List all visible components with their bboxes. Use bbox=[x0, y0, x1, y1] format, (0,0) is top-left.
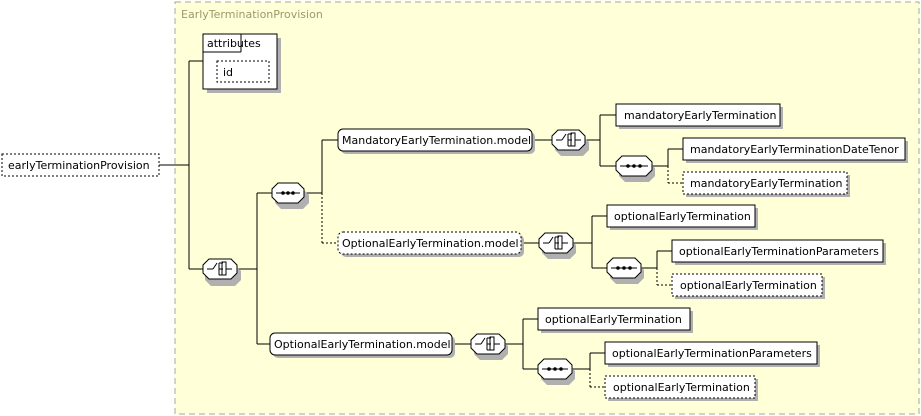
attributes-label: attributes bbox=[207, 37, 261, 50]
main-sequence-compositor[interactable] bbox=[271, 182, 309, 209]
optional-2-parameters-box[interactable]: optionalEarlyTerminationParameters bbox=[604, 341, 820, 367]
optional-1-optional-element-box[interactable]: optionalEarlyTermination bbox=[671, 273, 825, 299]
main-choice-compositor[interactable] bbox=[202, 258, 241, 286]
optional-1-choice-compositor[interactable] bbox=[538, 232, 576, 259]
mandatory-sequence-compositor[interactable] bbox=[615, 155, 655, 182]
optional-2-choice-compositor[interactable] bbox=[470, 333, 508, 360]
container-title: EarlyTerminationProvision bbox=[181, 8, 323, 21]
attributes-box[interactable]: attributes id bbox=[202, 33, 281, 93]
mandatory-date-tenor-label: mandatoryEarlyTerminationDateTenor bbox=[690, 143, 899, 156]
optional-1-sequence-compositor[interactable] bbox=[606, 257, 644, 284]
mandatory-date-tenor-box[interactable]: mandatoryEarlyTerminationDateTenor bbox=[682, 137, 908, 163]
optional-group-2-box[interactable]: OptionalEarlyTermination.model bbox=[269, 332, 455, 358]
optional-group-1-box[interactable]: OptionalEarlyTermination.model bbox=[337, 231, 524, 257]
mandatory-optional-element-label: mandatoryEarlyTermination bbox=[690, 177, 843, 190]
optional-2-parameters-label: optionalEarlyTerminationParameters bbox=[612, 347, 812, 360]
mandatory-group-box[interactable]: MandatoryEarlyTermination.model bbox=[337, 128, 535, 154]
id-attribute-label: id bbox=[223, 66, 233, 79]
optional-1-optional-element-label: optionalEarlyTermination bbox=[680, 279, 817, 292]
optional-2-element-label: optionalEarlyTermination bbox=[545, 313, 682, 326]
optional-group-2-label: OptionalEarlyTermination.model bbox=[274, 338, 451, 351]
optional-2-optional-element-label: optionalEarlyTermination bbox=[613, 381, 750, 394]
root-element-label: earlyTerminationProvision bbox=[8, 159, 150, 172]
optional-1-element-box[interactable]: optionalEarlyTermination bbox=[606, 204, 758, 230]
optional-2-optional-element-box[interactable]: optionalEarlyTermination bbox=[604, 375, 758, 401]
mandatory-optional-element-box[interactable]: mandatoryEarlyTermination bbox=[682, 171, 850, 197]
id-attribute-box[interactable] bbox=[216, 60, 270, 83]
optional-1-parameters-box[interactable]: optionalEarlyTerminationParameters bbox=[671, 239, 886, 265]
optional-1-parameters-label: optionalEarlyTerminationParameters bbox=[679, 245, 879, 258]
optional-group-1-label: OptionalEarlyTermination.model bbox=[342, 237, 519, 250]
mandatory-element-label: mandatoryEarlyTermination bbox=[624, 109, 777, 122]
optional-1-element-label: optionalEarlyTermination bbox=[614, 210, 751, 223]
mandatory-element-box[interactable]: mandatoryEarlyTermination bbox=[615, 103, 783, 129]
mandatory-group-label: MandatoryEarlyTermination.model bbox=[342, 134, 531, 147]
mandatory-choice-compositor[interactable] bbox=[551, 129, 589, 156]
optional-2-element-box[interactable]: optionalEarlyTermination bbox=[537, 307, 693, 333]
root-element-box[interactable]: earlyTerminationProvision bbox=[1, 153, 160, 177]
optional-2-sequence-compositor[interactable] bbox=[537, 358, 575, 385]
